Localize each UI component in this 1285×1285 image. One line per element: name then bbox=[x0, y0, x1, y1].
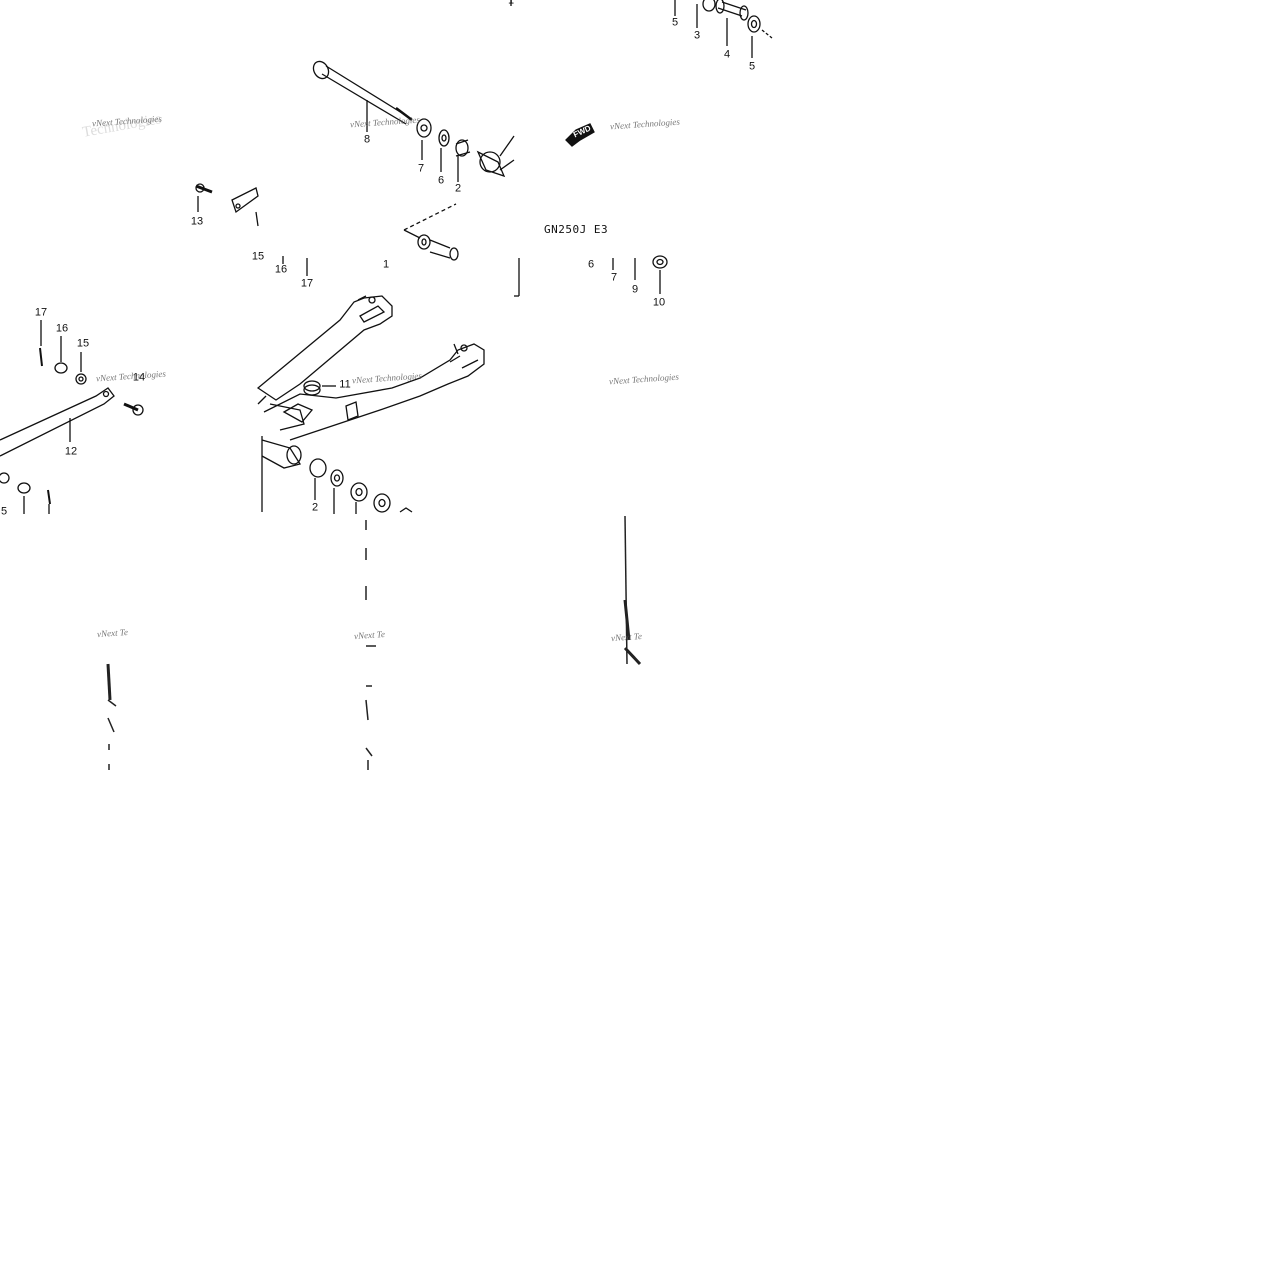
callout-11: 11 bbox=[339, 378, 351, 391]
grommet-11-icon bbox=[303, 380, 336, 396]
callout-12: 12 bbox=[64, 445, 78, 458]
watermark-partial: vNext Te bbox=[610, 630, 643, 644]
nut-10-icon bbox=[652, 255, 668, 294]
callout-1-top: 1 bbox=[507, 0, 515, 7]
callout-2-a: 2 bbox=[454, 182, 462, 195]
callout-10: 10 bbox=[652, 296, 666, 309]
bushing-group-top-icon bbox=[510, 0, 773, 58]
cotter-pin-17-icon bbox=[39, 320, 43, 367]
torque-link-12-icon bbox=[0, 387, 115, 457]
callout-14: 14 bbox=[132, 371, 146, 384]
washer-15-icon bbox=[75, 352, 87, 385]
callout-7-a: 7 bbox=[417, 162, 425, 175]
callout-6-b: 6 bbox=[587, 258, 595, 271]
callout-16-b: 16 bbox=[55, 322, 69, 335]
callout-15-a: 15 bbox=[251, 250, 265, 263]
callout-15-b: 15 bbox=[76, 337, 90, 350]
callout-9: 9 bbox=[631, 283, 639, 296]
callout-4: 4 bbox=[723, 48, 731, 61]
pivot-shaft-icon bbox=[312, 60, 413, 132]
fwd-arrow-icon bbox=[565, 123, 595, 147]
pivot-hardware-upper-icon bbox=[416, 118, 515, 182]
watermark-partial: vNext Te bbox=[96, 626, 129, 640]
callout-5-b: 5 bbox=[748, 60, 756, 73]
model-code-label: GN250J E3 bbox=[544, 223, 609, 236]
callout-1-arm: 1 bbox=[382, 258, 390, 271]
torque-link-plate-icon bbox=[231, 187, 259, 227]
callout-13: 13 bbox=[190, 215, 204, 228]
callout-2-b: 2 bbox=[311, 501, 319, 514]
hardware-lower-left-icon bbox=[0, 472, 51, 514]
callout-17-a: 17 bbox=[300, 277, 314, 290]
callout-5-a: 5 bbox=[671, 16, 679, 29]
callout-3: 3 bbox=[693, 29, 701, 42]
callout-16-a: 16 bbox=[274, 263, 288, 276]
callout-6-a: 6 bbox=[437, 174, 445, 187]
callout-17-b: 17 bbox=[34, 306, 48, 319]
pivot-hardware-lower-icon bbox=[417, 234, 459, 261]
callout-7-b: 7 bbox=[610, 271, 618, 284]
callout-8: 8 bbox=[363, 133, 371, 146]
nut-16-icon bbox=[54, 336, 68, 374]
swingarm-icon bbox=[256, 295, 485, 512]
bolt-13-icon bbox=[195, 183, 213, 212]
pivot-hardware-bottom-icon bbox=[309, 458, 413, 514]
watermark-partial: vNext Te bbox=[353, 628, 386, 642]
bolt-14-icon bbox=[123, 402, 144, 416]
callout-5-c: 5 bbox=[0, 505, 8, 518]
scan-artifacts bbox=[106, 515, 642, 770]
